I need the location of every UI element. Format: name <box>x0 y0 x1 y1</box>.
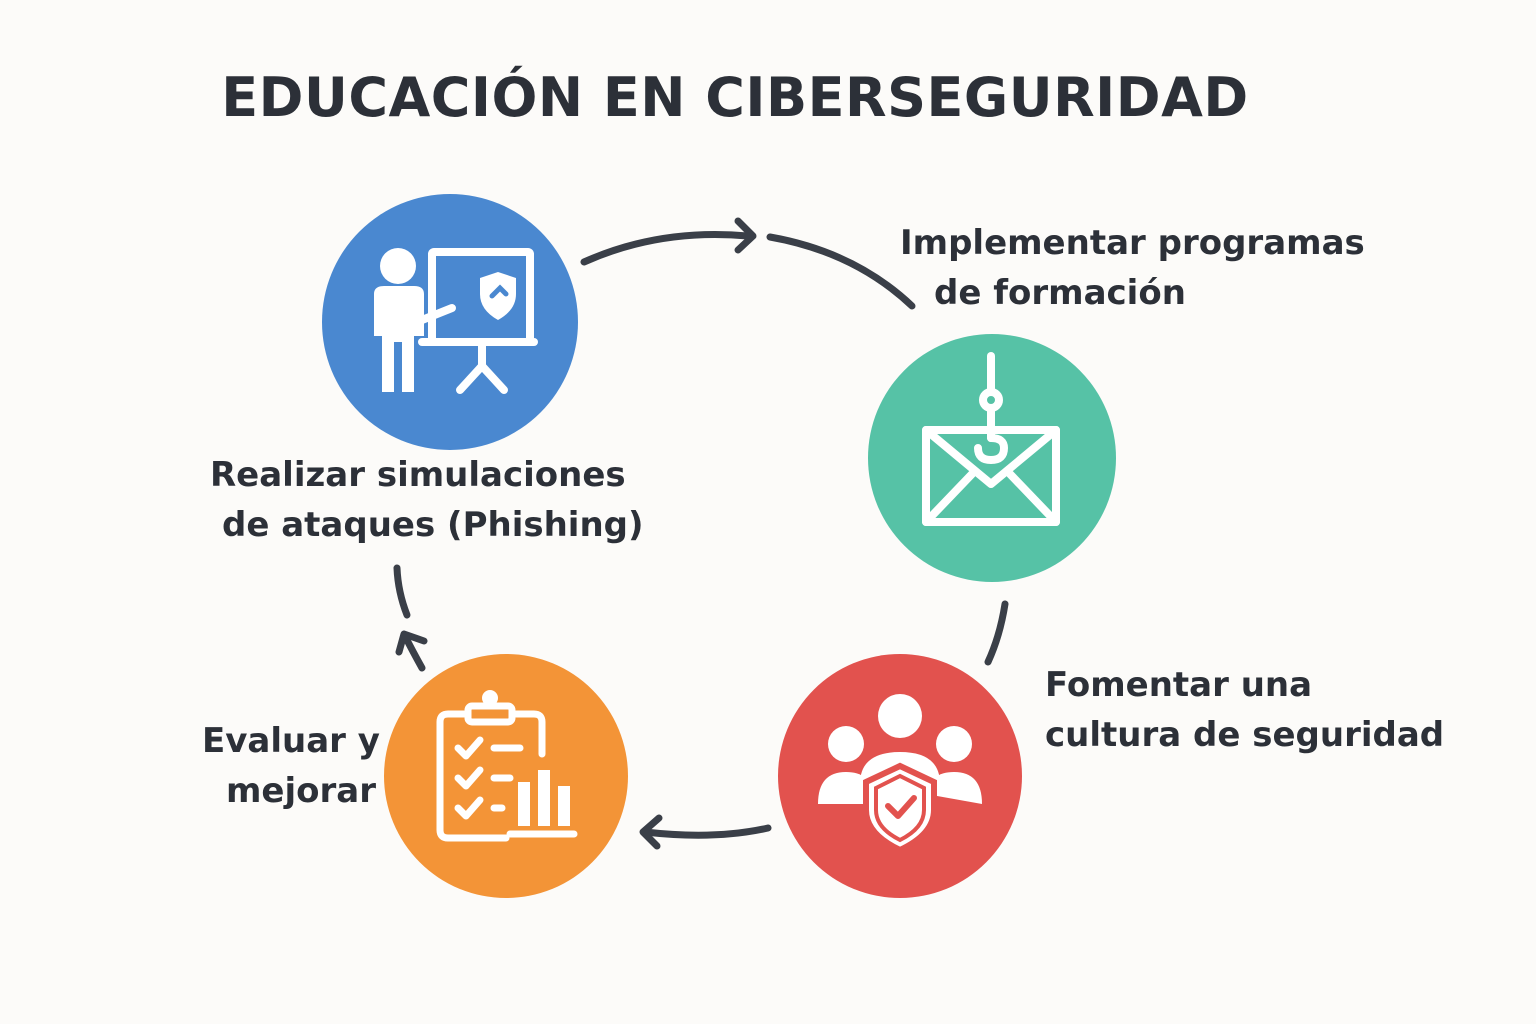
step-label-culture: Fomentar una cultura de seguridad <box>1045 660 1444 760</box>
step-label-line: mejorar <box>226 771 376 811</box>
step-circle-phishing <box>868 334 1116 582</box>
step-label-training: Implementar programas de formación <box>900 218 1365 318</box>
arrow-red-to-orange <box>641 824 772 839</box>
step-label-evaluate: Evaluar y mejorar <box>202 716 380 816</box>
arc-to-green <box>766 233 916 310</box>
presentation-icon <box>374 248 538 394</box>
checklist-chart-icon <box>436 690 578 842</box>
step-label-line: de ataques (Phishing) <box>222 505 644 545</box>
step-label-line: Implementar programas <box>900 223 1365 263</box>
step-label-line: Realizar simulaciones <box>210 455 626 495</box>
step-circle-evaluate <box>384 654 628 898</box>
arrow-blue-to-green-top <box>580 231 752 266</box>
phishing-email-icon <box>922 352 1060 526</box>
step-circle-culture <box>778 654 1022 898</box>
step-label-line: de formación <box>934 273 1186 313</box>
step-label-line: Evaluar y <box>202 721 380 761</box>
page-title: EDUCACIÓN EN CIBERSEGURIDAD <box>221 66 1249 129</box>
step-circle-training <box>322 194 578 450</box>
arrowhead-bottom <box>639 814 663 850</box>
arrowhead-left <box>395 630 428 656</box>
arc-to-blue <box>393 564 411 619</box>
arrowhead-top <box>734 217 757 254</box>
step-label-line: cultura de seguridad <box>1045 715 1445 755</box>
step-label-line: Fomentar una <box>1045 665 1313 705</box>
team-shield-icon <box>818 694 982 854</box>
arc-green-to-red <box>984 600 1009 666</box>
step-label-simulations: Realizar simulaciones de ataques (Phishi… <box>210 450 644 550</box>
